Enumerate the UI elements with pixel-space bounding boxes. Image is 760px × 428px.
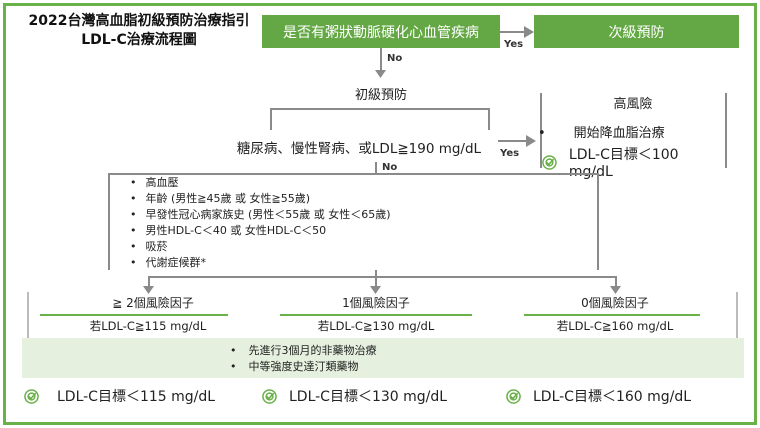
column-1-target: LDL-C目標＜115 mg/dL bbox=[24, 386, 215, 406]
target-check-icon bbox=[506, 388, 521, 404]
arrow-down-icon bbox=[370, 286, 381, 294]
title-line-2: LDL-C治療流程圖 bbox=[81, 32, 197, 48]
column-2-underline bbox=[280, 314, 472, 316]
treatment-list: 先進行3個月的非藥物治療 中等強度史達汀類藥物 bbox=[230, 343, 377, 375]
treatment-item: 先進行3個月的非藥物治療 bbox=[230, 343, 377, 359]
arrow-right-icon bbox=[526, 135, 536, 147]
column-divider bbox=[736, 292, 738, 338]
high-risk-left-border bbox=[540, 93, 542, 168]
connector-no-2 bbox=[375, 162, 377, 174]
branch-left bbox=[148, 276, 150, 288]
risk-bracket-top bbox=[108, 173, 598, 175]
connector-no-1 bbox=[380, 48, 382, 72]
column-2-title: 1個風險因子 bbox=[342, 296, 410, 310]
title-line-1: 2022台灣高血脂初級預防治療指引 bbox=[28, 13, 250, 29]
branch-stem bbox=[375, 270, 377, 276]
outer-frame bbox=[3, 3, 757, 425]
high-risk-bullet: •開始降血脂治療 bbox=[538, 126, 665, 141]
high-risk-box: 高風險 •開始降血脂治療 LDL-C目標＜100 mg/dL bbox=[538, 93, 727, 180]
column-1-target-text: LDL-C目標＜115 mg/dL bbox=[57, 389, 216, 405]
risk-bracket-right bbox=[597, 173, 599, 270]
high-risk-bullet-text: 開始降血脂治療 bbox=[573, 126, 665, 141]
column-1-underline bbox=[40, 314, 228, 316]
high-risk-target-text: LDL-C目標＜100 mg/dL bbox=[568, 147, 679, 180]
risk-factor-item: 高血壓 bbox=[128, 175, 408, 191]
bracket-left bbox=[270, 108, 272, 130]
high-risk-right-border bbox=[725, 93, 727, 168]
bracket-right bbox=[488, 108, 490, 130]
no-label-2: No bbox=[382, 162, 398, 173]
column-3-target: LDL-C目標＜160 mg/dL bbox=[506, 386, 691, 406]
connector-yes-2 bbox=[498, 140, 528, 142]
column-3-ldl: 若LDL-C≧160 mg/dL bbox=[556, 319, 674, 333]
bracket-top bbox=[270, 108, 489, 110]
no-label-1: No bbox=[387, 53, 403, 64]
target-check-icon bbox=[262, 388, 277, 404]
arrow-down-icon bbox=[610, 286, 621, 294]
column-1-title: ≧ 2個風險因子 bbox=[112, 296, 194, 310]
arrow-right-icon bbox=[524, 26, 534, 38]
risk-question-box: 糖尿病、慢性腎病、或LDL≧190 mg/dL bbox=[222, 132, 496, 162]
risk-factor-item: 代謝症候群* bbox=[128, 255, 408, 271]
ascvd-question-box: 是否有粥狀動脈硬化心血管疾病 bbox=[262, 15, 500, 48]
secondary-prevention-text: 次級預防 bbox=[608, 24, 665, 41]
page-title: 2022台灣高血脂初級預防治療指引 LDL-C治療流程圖 bbox=[14, 12, 264, 50]
connector-yes-1 bbox=[500, 31, 526, 33]
target-check-icon bbox=[542, 154, 557, 170]
ascvd-question-text: 是否有粥狀動脈硬化心血管疾病 bbox=[283, 24, 479, 41]
branch-horizontal bbox=[148, 276, 616, 278]
branch-right bbox=[615, 276, 617, 288]
risk-factor-item: 男性HDL-C＜40 或 女性HDL-C＜50 bbox=[128, 223, 408, 239]
risk-bracket-left bbox=[108, 173, 110, 270]
column-3-underline bbox=[524, 314, 700, 316]
yes-label-2: Yes bbox=[500, 148, 520, 159]
risk-question-text: 糖尿病、慢性腎病、或LDL≧190 mg/dL bbox=[236, 141, 482, 157]
target-check-icon bbox=[24, 388, 39, 404]
column-1-ldl: 若LDL-C≧115 mg/dL bbox=[89, 319, 207, 333]
primary-prevention-box: 初級預防 bbox=[296, 78, 466, 108]
yes-label-1: Yes bbox=[504, 39, 524, 50]
column-3-title: 0個風險因子 bbox=[581, 296, 649, 310]
arrow-down-icon bbox=[375, 70, 386, 78]
branch-middle bbox=[375, 276, 377, 288]
high-risk-target: LDL-C目標＜100 mg/dL bbox=[542, 144, 726, 180]
risk-factor-item: 年齡 (男性≧45歲 或 女性≧55歲) bbox=[128, 191, 408, 207]
risk-factor-list: 高血壓 年齡 (男性≧45歲 或 女性≧55歲) 早發性冠心病家族史 (男性＜5… bbox=[128, 175, 408, 271]
arrow-down-icon bbox=[143, 286, 154, 294]
column-2-target-text: LDL-C目標＜130 mg/dL bbox=[289, 389, 448, 405]
high-risk-title: 高風險 bbox=[613, 97, 653, 112]
column-divider bbox=[27, 292, 29, 338]
treatment-item: 中等強度史達汀類藥物 bbox=[230, 359, 377, 375]
column-2-ldl: 若LDL-C≧130 mg/dL bbox=[317, 319, 435, 333]
column-3-target-text: LDL-C目標＜160 mg/dL bbox=[533, 389, 692, 405]
risk-factor-item: 早發性冠心病家族史 (男性＜55歲 或 女性＜65歲) bbox=[128, 207, 408, 223]
secondary-prevention-box: 次級預防 bbox=[534, 15, 739, 48]
primary-prevention-text: 初級預防 bbox=[354, 87, 407, 103]
risk-factor-item: 吸菸 bbox=[128, 239, 408, 255]
column-2-target: LDL-C目標＜130 mg/dL bbox=[262, 386, 447, 406]
treatment-band bbox=[22, 338, 744, 378]
